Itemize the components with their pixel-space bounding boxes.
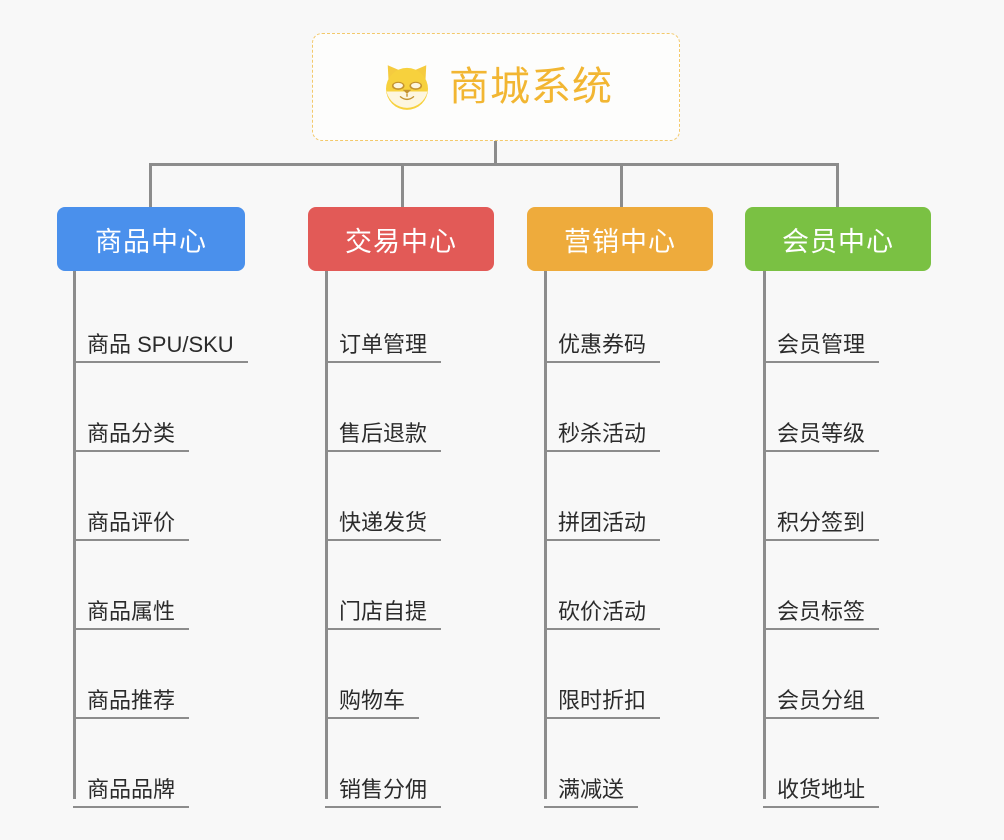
leaf-item[interactable]: 门店自提 <box>325 578 442 630</box>
leaf-item-label: 订单管理 <box>339 331 428 357</box>
leaf-item[interactable]: 商品属性 <box>73 578 190 630</box>
leaf-item[interactable]: 订单管理 <box>325 311 442 363</box>
leaf-item[interactable]: 收货地址 <box>763 756 880 808</box>
leaf-item[interactable]: 销售分佣 <box>325 756 442 808</box>
leaf-item[interactable]: 会员标签 <box>763 578 880 630</box>
leaf-item-label: 商品属性 <box>87 598 176 624</box>
leaf-item-label: 商品品牌 <box>87 776 176 802</box>
root-node[interactable]: 商城系统 <box>312 33 680 141</box>
leaf-item-label: 商品分类 <box>87 420 176 446</box>
leaf-item-label: 会员等级 <box>777 420 866 446</box>
root-title: 商城系统 <box>449 65 613 109</box>
leaf-item[interactable]: 商品品牌 <box>73 756 190 808</box>
leaf-item[interactable]: 售后退款 <box>325 400 442 452</box>
leaf-item-label: 会员分组 <box>777 687 866 713</box>
leaf-item[interactable]: 会员管理 <box>763 311 880 363</box>
leaf-item-label: 限时折扣 <box>558 687 647 713</box>
connector-root-stem <box>494 141 497 165</box>
category-label: 商品中心 <box>95 226 207 257</box>
leaf-item-label: 积分签到 <box>777 509 866 535</box>
leaf-item[interactable]: 商品推荐 <box>73 667 190 719</box>
leaf-item-label: 会员管理 <box>777 331 866 357</box>
leaf-item[interactable]: 拼团活动 <box>544 489 661 541</box>
leaf-item[interactable]: 会员等级 <box>763 400 880 452</box>
category-box-trade-center[interactable]: 交易中心 <box>308 207 494 271</box>
category-label: 会员中心 <box>782 226 894 257</box>
leaf-item[interactable]: 商品 SPU/SKU <box>73 311 248 363</box>
leaf-item-label: 砍价活动 <box>558 598 647 624</box>
leaf-item-label: 销售分佣 <box>339 776 428 802</box>
leaf-item-label: 售后退款 <box>339 420 428 446</box>
leaf-item[interactable]: 商品分类 <box>73 400 190 452</box>
category-box-member-center[interactable]: 会员中心 <box>745 207 931 271</box>
leaf-item-label: 购物车 <box>339 687 406 713</box>
leaf-item-label: 拼团活动 <box>558 509 647 535</box>
leaf-item-label: 商品推荐 <box>87 687 176 713</box>
leaf-item-label: 会员标签 <box>777 598 866 624</box>
category-label: 交易中心 <box>345 226 457 257</box>
leaf-item[interactable]: 会员分组 <box>763 667 880 719</box>
leaf-item-label: 满减送 <box>558 776 625 802</box>
leaf-item-label: 收货地址 <box>777 776 866 802</box>
leaf-item[interactable]: 快递发货 <box>325 489 442 541</box>
column-trunk-product-center <box>73 271 76 799</box>
shiba-dog-face-icon <box>379 60 435 116</box>
leaf-item[interactable]: 秒杀活动 <box>544 400 661 452</box>
column-trunk-member-center <box>763 271 766 799</box>
column-trunk-marketing-center <box>544 271 547 799</box>
leaf-item[interactable]: 优惠券码 <box>544 311 661 363</box>
connector-horizontal-bar <box>149 163 839 166</box>
category-box-product-center[interactable]: 商品中心 <box>57 207 245 271</box>
category-label: 营销中心 <box>564 226 676 257</box>
leaf-item[interactable]: 商品评价 <box>73 489 190 541</box>
leaf-item-label: 商品评价 <box>87 509 176 535</box>
leaf-item[interactable]: 积分签到 <box>763 489 880 541</box>
leaf-item[interactable]: 砍价活动 <box>544 578 661 630</box>
leaf-item-label: 优惠券码 <box>558 331 647 357</box>
leaf-item-label: 门店自提 <box>339 598 428 624</box>
connector-drop-3 <box>620 163 623 208</box>
category-box-marketing-center[interactable]: 营销中心 <box>527 207 713 271</box>
leaf-item[interactable]: 购物车 <box>325 667 420 719</box>
leaf-item-label: 商品 SPU/SKU <box>87 331 234 357</box>
leaf-item-label: 秒杀活动 <box>558 420 647 446</box>
leaf-item[interactable]: 满减送 <box>544 756 639 808</box>
column-trunk-trade-center <box>325 271 328 799</box>
leaf-item-label: 快递发货 <box>339 509 428 535</box>
connector-drop-4 <box>836 163 839 208</box>
leaf-item[interactable]: 限时折扣 <box>544 667 661 719</box>
connector-drop-2 <box>401 163 404 208</box>
connector-drop-1 <box>149 163 152 208</box>
